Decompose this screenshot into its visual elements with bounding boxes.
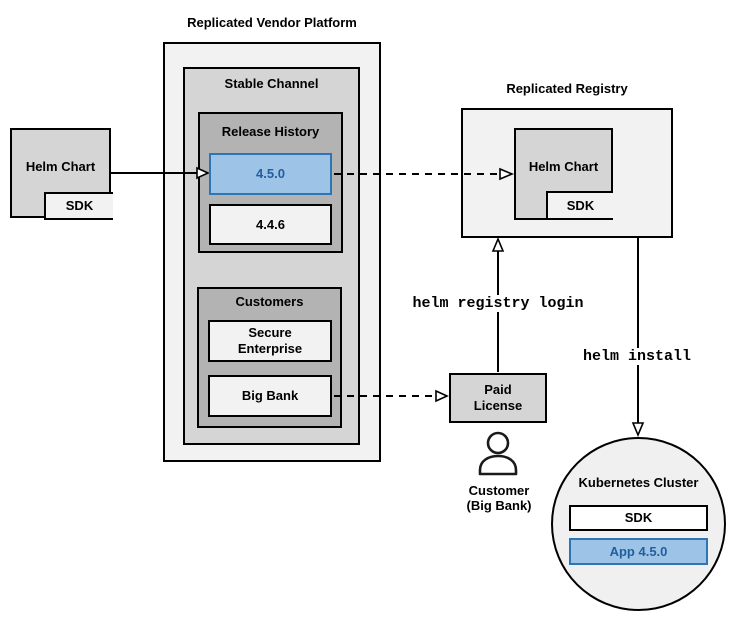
registry-helm-chart-box: Helm Chart SDK [514,128,613,220]
source-helm-chart-box: Helm Chart SDK [10,128,113,220]
customer-person-label: Customer (Big Bank) [466,483,532,513]
cluster-sdk-label: SDK [624,510,653,526]
helm-registry-login-command: helm registry login [402,295,594,312]
customers-label: Customers [235,294,304,309]
registry-sdk-box: SDK [546,191,613,220]
vendor-platform-title: Replicated Vendor Platform [187,15,357,30]
source-sdk-box: SDK [44,192,113,220]
release-4-4-6-label: 4.4.6 [256,216,285,232]
paid-license-label: Paid License [473,382,523,413]
cluster-app-label: App 4.5.0 [609,543,668,559]
arrow-registry-to-cluster [631,238,645,438]
paid-license-box: Paid License [449,373,547,423]
customer-big-bank-box: Big Bank [208,375,332,417]
registry-helm-chart-label: Helm Chart [528,159,599,175]
source-helm-chart-label: Helm Chart [25,159,96,175]
customer-big-bank-label: Big Bank [241,388,299,404]
registry-sdk-label: SDK [566,197,595,213]
release-4-5-0-label: 4.5.0 [256,166,285,182]
release-history-label: Release History [221,124,320,139]
release-4-4-6-box: 4.4.6 [209,204,332,245]
stable-channel-label: Stable Channel [224,76,319,91]
helm-install-command: helm install [577,348,697,365]
release-4-5-0-box: 4.5.0 [209,153,332,195]
source-sdk-label: SDK [65,198,94,214]
customer-secure-enterprise-box: Secure Enterprise [208,320,332,362]
customer-secure-enterprise-label: Secure Enterprise [237,325,303,356]
person-icon [478,431,518,476]
cluster-sdk-box: SDK [569,505,708,531]
registry-title: Replicated Registry [506,81,628,96]
kubernetes-cluster-label: Kubernetes Cluster [578,475,699,490]
cluster-app-box: App 4.5.0 [569,538,708,565]
